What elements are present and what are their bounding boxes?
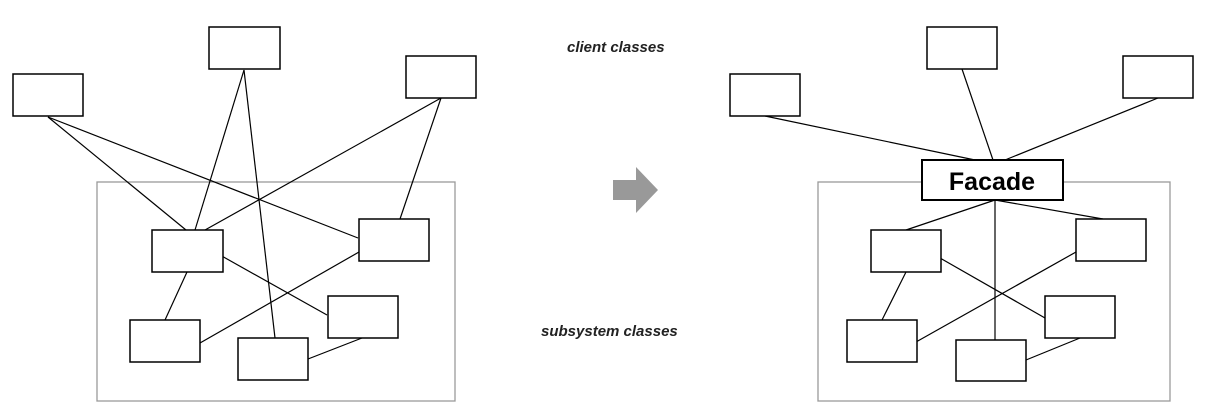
connector: [881, 271, 907, 321]
client-class-box: [926, 26, 998, 70]
left-client-classes: [12, 26, 477, 117]
connector: [1004, 97, 1159, 161]
subsystem-class-box: [358, 218, 430, 262]
connector: [764, 115, 976, 161]
subsystem-class-box: [1075, 218, 1147, 262]
connector: [204, 97, 442, 231]
connector: [194, 69, 245, 231]
subsystem-classes-label: subsystem classes: [541, 323, 678, 340]
subsystem-class-box: [846, 319, 918, 363]
client-class-box: [12, 73, 84, 117]
left-connections: [47, 69, 442, 360]
left-subsystem-classes: [129, 218, 430, 381]
client-class-box: [1122, 55, 1194, 99]
subsystem-class-box: [327, 295, 399, 339]
right-client-classes: [729, 26, 1194, 117]
connector: [307, 337, 363, 360]
connector: [243, 69, 276, 339]
subsystem-class-box: [237, 337, 309, 381]
connector: [915, 251, 1077, 343]
right-subsystem-classes: [846, 218, 1147, 382]
client-classes-label: client classes: [567, 39, 665, 56]
connector: [1025, 337, 1081, 361]
subsystem-class-box: [955, 339, 1027, 382]
connector: [199, 251, 360, 344]
connector: [219, 254, 328, 316]
subsystem-class-box: [129, 319, 201, 363]
connector: [961, 68, 994, 161]
subsystem-class-box: [151, 229, 224, 273]
facade-box: [921, 159, 1064, 201]
connector: [905, 199, 996, 231]
after-diagram: Facade: [729, 26, 1194, 402]
subsystem-boundary-left: [96, 181, 456, 402]
connector: [164, 271, 188, 321]
client-class-box: [405, 55, 477, 99]
before-diagram: [12, 26, 477, 402]
right-arrow-icon: [613, 167, 658, 213]
client-class-box: [729, 73, 801, 117]
subsystem-class-box: [1044, 295, 1116, 339]
connector: [47, 116, 187, 231]
facade-label: Facade: [949, 168, 1035, 196]
connector: [399, 97, 442, 220]
connector: [939, 257, 1046, 319]
transition-arrow: [613, 167, 658, 213]
client-class-box: [208, 26, 281, 70]
right-connections: [764, 68, 1159, 361]
subsystem-class-box: [870, 229, 942, 273]
connector: [47, 116, 359, 239]
facade: Facade: [921, 159, 1064, 201]
connector: [994, 199, 1104, 220]
